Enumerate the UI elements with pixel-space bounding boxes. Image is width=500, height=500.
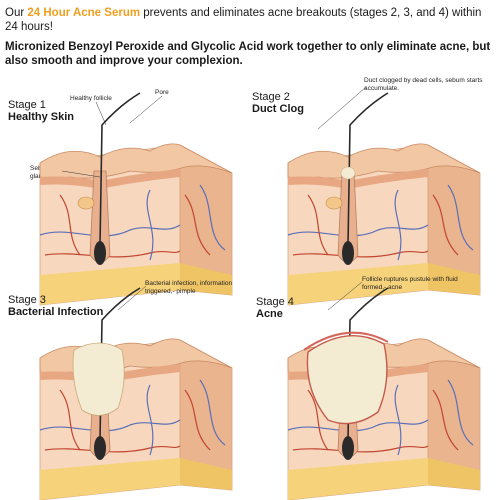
pustule (306, 334, 388, 425)
callout-leader (117, 285, 147, 311)
blood-vessel (59, 389, 81, 451)
blood-vessel (307, 194, 329, 256)
intro-line-2: Micronized Benzoyl Peroxide and Glycolic… (5, 41, 491, 67)
sebaceous-gland (77, 196, 95, 210)
blood-vessel (432, 389, 459, 451)
blood-vessel (184, 389, 211, 451)
blood-vessel (292, 250, 429, 258)
blood-vessel (394, 189, 402, 261)
hair-bulb (94, 436, 106, 460)
sebaceous-gland (325, 196, 343, 210)
blood-vessel (146, 189, 154, 261)
intro-line-1: Our 24 Hour Acne Serum prevents and elim… (5, 7, 482, 33)
stage-3-panel: Stage 3 Bacterial Infection Bacterial in… (0, 280, 250, 500)
stage-3-callout: Bacterial infection, information trigger… (145, 280, 233, 295)
callout-leader (61, 170, 101, 178)
epidermis-band (40, 169, 180, 189)
stage-2-name: Duct Clog (252, 103, 304, 115)
inflamed-surface (303, 331, 389, 351)
blood-vessel (287, 224, 429, 237)
skin-diagram-acne (287, 281, 481, 500)
stage-3-number: Stage 3 (8, 294, 46, 306)
blood-vessel (432, 194, 459, 256)
blood-vessel (39, 224, 181, 237)
callout-leader (95, 101, 107, 126)
callout-leader (129, 95, 163, 124)
stage-4-name: Acne (256, 308, 283, 320)
stage-2-panel: Stage 2 Duct Clog Duct clogged by dead c… (248, 77, 498, 306)
fat-layer (40, 263, 180, 305)
hair-bulb (342, 241, 354, 265)
hair-bulb (94, 241, 106, 265)
stage-1-panel: Stage 1 Healthy Skin Healthy follicle Po… (0, 85, 250, 306)
clog-plug (340, 166, 356, 180)
skin-block (39, 287, 233, 500)
hair-shaft (347, 92, 389, 246)
stage-1-callout-follicle: Healthy follicle (70, 95, 112, 102)
blood-vessel (199, 184, 226, 251)
blood-vessel (44, 250, 181, 258)
skin-diagram-duct-clog (287, 86, 481, 306)
hair-shaft (99, 287, 141, 441)
blood-vessel (447, 184, 474, 251)
blood-vessel (59, 194, 81, 256)
skin-block (39, 92, 233, 306)
hair-shaft (99, 92, 141, 246)
stage-4-callout: Follicle ruptures pustule with fluid for… (362, 276, 458, 291)
stage-2-callout: Duct clogged by dead cells, sebum starts… (364, 77, 483, 92)
skin-block (287, 92, 481, 306)
callout-leader (317, 86, 367, 130)
fat-layer (288, 458, 428, 500)
callout-leader (327, 281, 363, 311)
blood-vessel (184, 194, 211, 256)
blood-vessel (394, 384, 402, 456)
fat-layer-side (180, 458, 232, 490)
blood-vessel (307, 389, 329, 451)
stage-1-callout-pore: Pore (155, 89, 169, 96)
fat-layer-side (428, 458, 480, 490)
blood-vessel (39, 419, 181, 432)
skin-diagram-healthy (39, 92, 233, 306)
skin-block (287, 287, 481, 500)
stage-4-panel: Stage 4 Acne Follicle ruptures pustule w… (248, 276, 498, 500)
blood-vessel (292, 445, 429, 453)
skin-diagram-bacterial-infection (39, 285, 233, 500)
epidermis-band (288, 169, 428, 189)
fat-layer (40, 458, 180, 500)
fat-layer-side (428, 263, 480, 295)
blood-vessel (447, 379, 474, 446)
blood-vessel (287, 419, 429, 432)
product-name: 24 Hour Acne Serum (27, 7, 141, 19)
stage-1-number: Stage 1 (8, 99, 46, 111)
stage-1-name: Healthy Skin (8, 111, 75, 123)
stage-3-name: Bacterial Infection (8, 306, 104, 318)
fat-layer-side (180, 263, 232, 295)
hair-shaft (347, 287, 389, 441)
infected-pimple (72, 342, 125, 416)
blood-vessel (44, 445, 181, 453)
stage-4-number: Stage 4 (256, 296, 294, 308)
blood-vessel (146, 384, 154, 456)
fat-layer (288, 263, 428, 305)
hair-bulb (342, 436, 354, 460)
stage-2-number: Stage 2 (252, 91, 290, 103)
blood-vessel (199, 379, 226, 446)
intro-text: Our 24 Hour Acne Serum prevents and elim… (5, 6, 497, 68)
